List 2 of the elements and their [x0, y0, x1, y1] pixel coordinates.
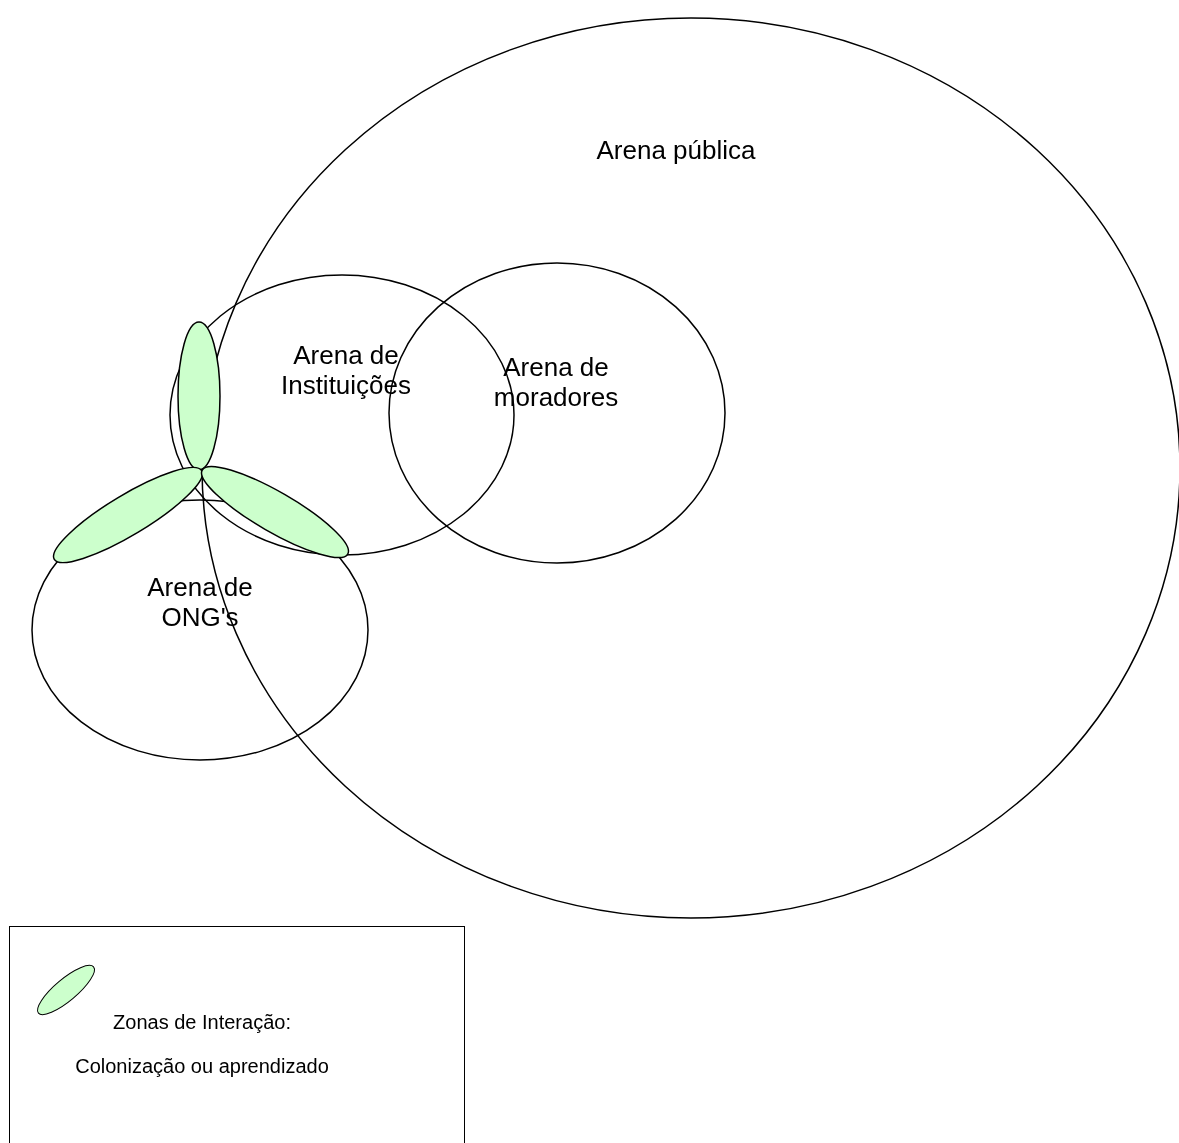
legend-text: Zonas de Interação: Colonização ou aprendizado — [74, 1010, 330, 1079]
arena-label: Arena pública — [595, 135, 757, 165]
